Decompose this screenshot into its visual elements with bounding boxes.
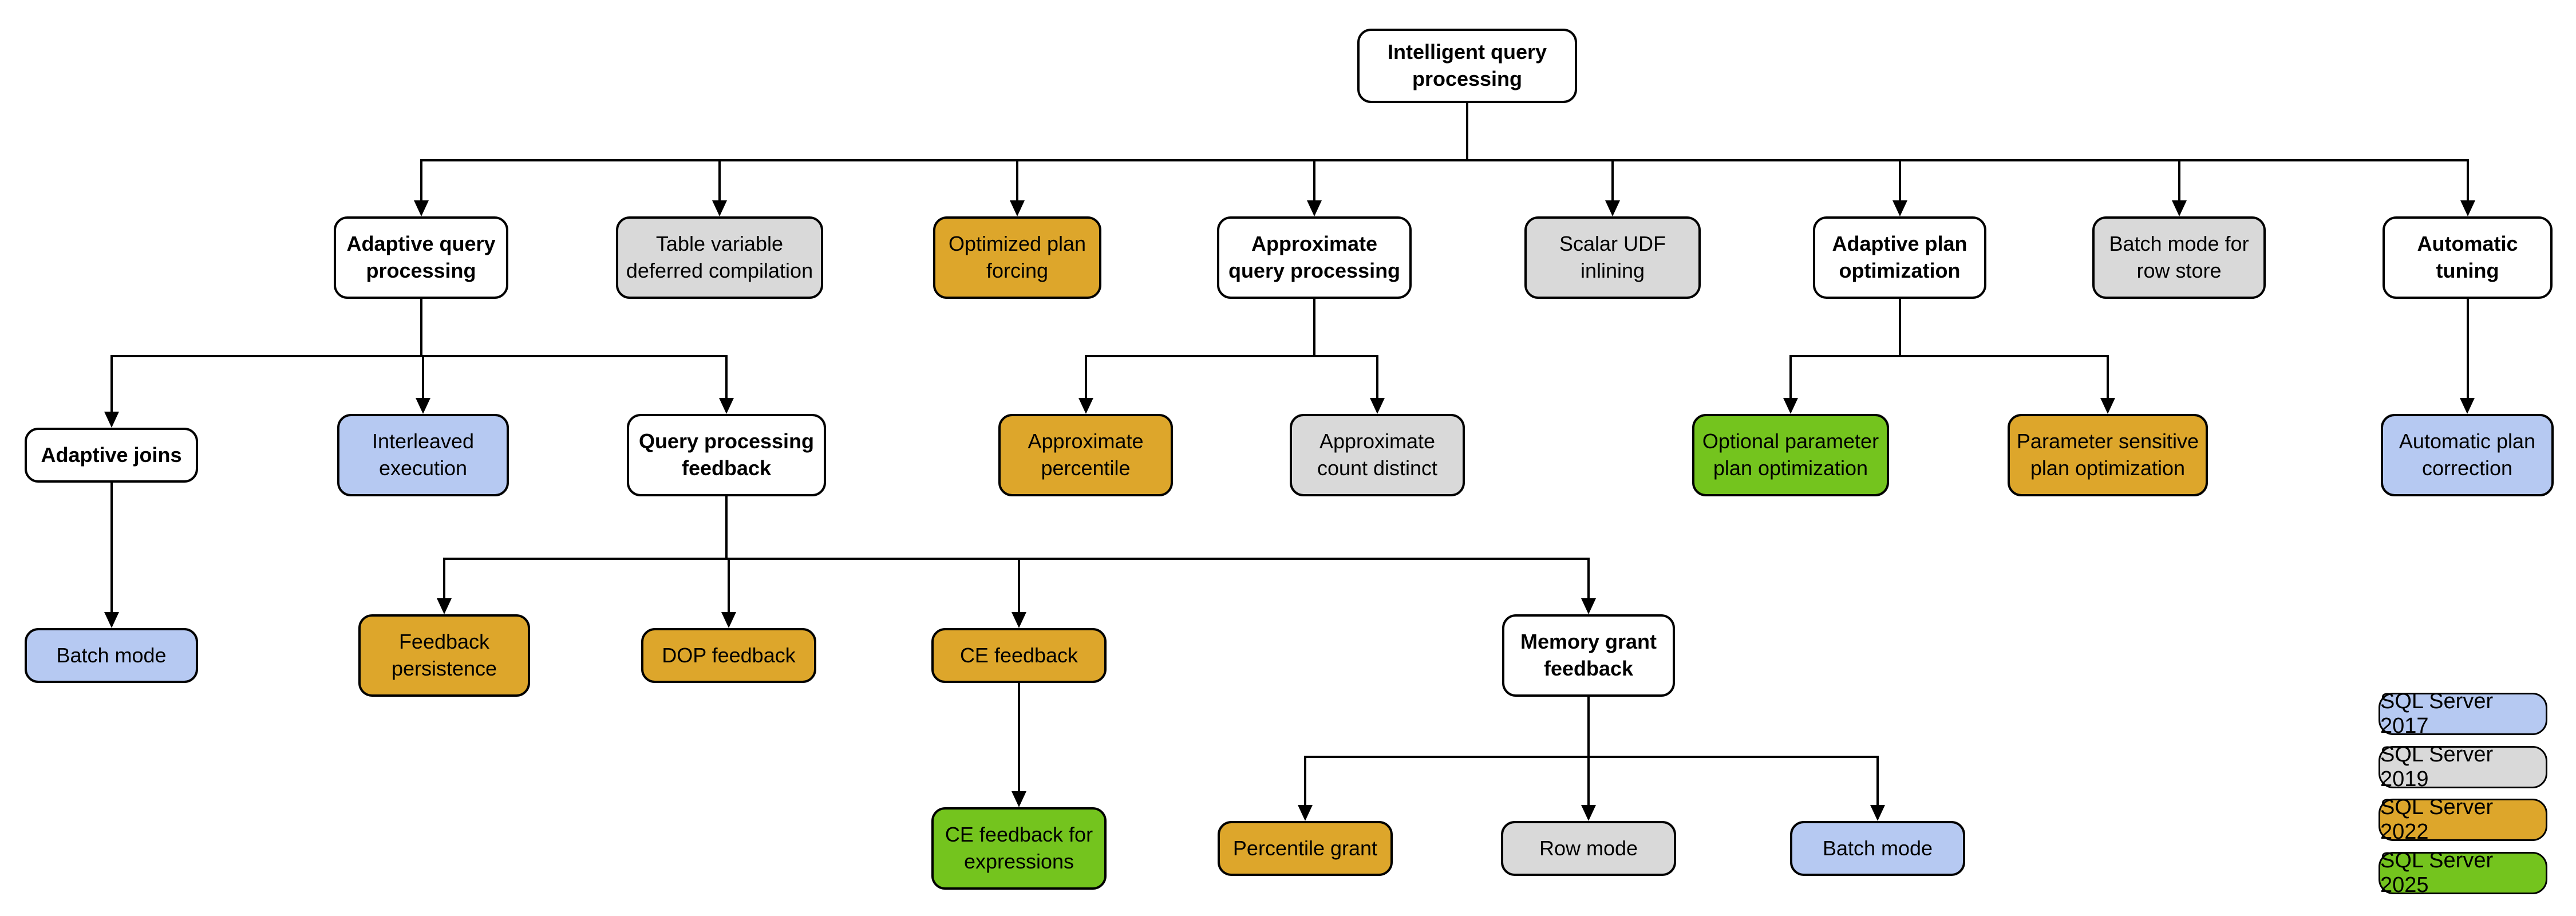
arrowhead-down-icon: [712, 200, 727, 216]
connector-vertical-line: [725, 496, 728, 560]
connector-vertical-line: [718, 160, 721, 203]
connector-vertical-line: [1789, 356, 1792, 400]
connector-vertical-line: [422, 356, 424, 400]
connector-vertical-line: [725, 356, 728, 400]
arrowhead-down-icon: [104, 612, 119, 628]
node-automatic-tuning: Automatic tuning: [2383, 216, 2553, 299]
connector-vertical-line: [1611, 160, 1614, 203]
legend-item-2022: SQL Server 2022: [2379, 795, 2547, 844]
arrowhead-down-icon: [719, 398, 734, 414]
arrowhead-down-icon: [1012, 612, 1026, 628]
connector-vertical-line: [110, 483, 113, 614]
legend-item-2017: SQL Server 2017: [2379, 689, 2547, 738]
arrowhead-down-icon: [416, 398, 430, 414]
connector-vertical-line: [1018, 683, 1020, 793]
connector-vertical-line: [1876, 757, 1879, 807]
connector-vertical-line: [1313, 299, 1315, 357]
connector-trunk-line: [1789, 355, 2109, 357]
legend-item-2025: SQL Server 2025: [2379, 848, 2547, 897]
node-adaptive-query-processing: Adaptive query processing: [334, 216, 508, 299]
node-intelligent-query-processing: Intelligent query processing: [1357, 29, 1577, 103]
node-table-variable-deferred-compilation: Table variable deferred compilation: [616, 216, 823, 299]
node-adaptive-joins: Adaptive joins: [25, 428, 198, 483]
connector-vertical-line: [1466, 103, 1468, 161]
arrowhead-down-icon: [1010, 200, 1025, 216]
arrowhead-down-icon: [413, 200, 429, 216]
arrowhead-down-icon: [2100, 398, 2115, 414]
node-scalar-udf-inlining: Scalar UDF inlining: [1524, 216, 1701, 299]
legend-item-2019: SQL Server 2019: [2379, 743, 2547, 791]
arrowhead-down-icon: [2460, 398, 2475, 414]
connector-vertical-line: [1016, 160, 1018, 203]
node-approximate-query-processing: Approximate query processing: [1217, 216, 1412, 299]
arrowhead-down-icon: [1307, 200, 1322, 216]
node-dop-feedback: DOP feedback: [641, 628, 816, 683]
node-batch-mode-for-row-store: Batch mode for row store: [2092, 216, 2266, 299]
node-automatic-plan-correction: Automatic plan correction: [2381, 414, 2554, 496]
connector-vertical-line: [1304, 757, 1306, 807]
node-ce-feedback-for-expressions: CE feedback for expressions: [931, 807, 1107, 890]
arrowhead-down-icon: [1783, 398, 1798, 414]
arrowhead-down-icon: [1298, 805, 1313, 821]
node-feedback-persistence: Feedback persistence: [358, 614, 530, 697]
connector-vertical-line: [1587, 559, 1590, 601]
node-approximate-percentile: Approximate percentile: [998, 414, 1173, 496]
arrowhead-down-icon: [2460, 200, 2475, 216]
arrowhead-down-icon: [1370, 398, 1385, 414]
connector-vertical-line: [2107, 356, 2109, 400]
connector-vertical-line: [1084, 356, 1087, 400]
arrowhead-down-icon: [1605, 200, 1620, 216]
connector-trunk-line: [1304, 756, 1879, 758]
node-optional-parameter-plan-optimization: Optional parameter plan optimization: [1692, 414, 1889, 496]
connector-trunk-line: [443, 558, 1590, 560]
arrowhead-down-icon: [1078, 398, 1093, 414]
arrowhead-down-icon: [1581, 805, 1596, 821]
connector-vertical-line: [1898, 299, 1901, 357]
connector-vertical-line: [110, 356, 113, 414]
node-percentile-grant: Percentile grant: [1218, 821, 1393, 876]
connector-vertical-line: [2466, 299, 2469, 400]
node-ce-feedback: CE feedback: [931, 628, 1107, 683]
node-query-processing-feedback: Query processing feedback: [627, 414, 826, 496]
node-interleaved-execution: Interleaved execution: [337, 414, 509, 496]
node-optimized-plan-forcing: Optimized plan forcing: [933, 216, 1101, 299]
arrowhead-down-icon: [2171, 200, 2187, 216]
arrowhead-down-icon: [721, 612, 736, 628]
arrowhead-down-icon: [1892, 200, 1907, 216]
connector-vertical-line: [1898, 160, 1901, 203]
connector-vertical-line: [443, 559, 445, 601]
arrowhead-down-icon: [1870, 805, 1885, 821]
connector-trunk-line: [1084, 355, 1378, 357]
connector-trunk-line: [110, 355, 728, 357]
arrowhead-down-icon: [437, 598, 452, 614]
node-row-mode: Row mode: [1501, 821, 1676, 876]
arrowhead-down-icon: [104, 412, 119, 428]
connector-vertical-line: [728, 559, 730, 614]
connector-vertical-line: [1376, 356, 1378, 400]
connector-vertical-line: [1313, 160, 1315, 203]
node-memory-grant-feedback: Memory grant feedback: [1502, 614, 1675, 697]
node-batch-mode-memory-grant: Batch mode: [1790, 821, 1965, 876]
connector-vertical-line: [1587, 697, 1590, 758]
connector-vertical-line: [2466, 160, 2469, 203]
connector-vertical-line: [2178, 160, 2180, 203]
connector-vertical-line: [1018, 559, 1020, 614]
node-parameter-sensitive-plan-optimization: Parameter sensitive plan optimization: [2008, 414, 2208, 496]
arrowhead-down-icon: [1012, 791, 1026, 807]
connector-vertical-line: [1587, 757, 1590, 807]
connector-vertical-line: [420, 299, 422, 357]
connector-trunk-line: [420, 159, 2469, 161]
node-adaptive-plan-optimization: Adaptive plan optimization: [1813, 216, 1986, 299]
connector-vertical-line: [420, 160, 422, 203]
node-approximate-count-distinct: Approximate count distinct: [1290, 414, 1465, 496]
node-batch-mode-adaptive-joins: Batch mode: [25, 628, 198, 683]
arrowhead-down-icon: [1581, 598, 1596, 614]
